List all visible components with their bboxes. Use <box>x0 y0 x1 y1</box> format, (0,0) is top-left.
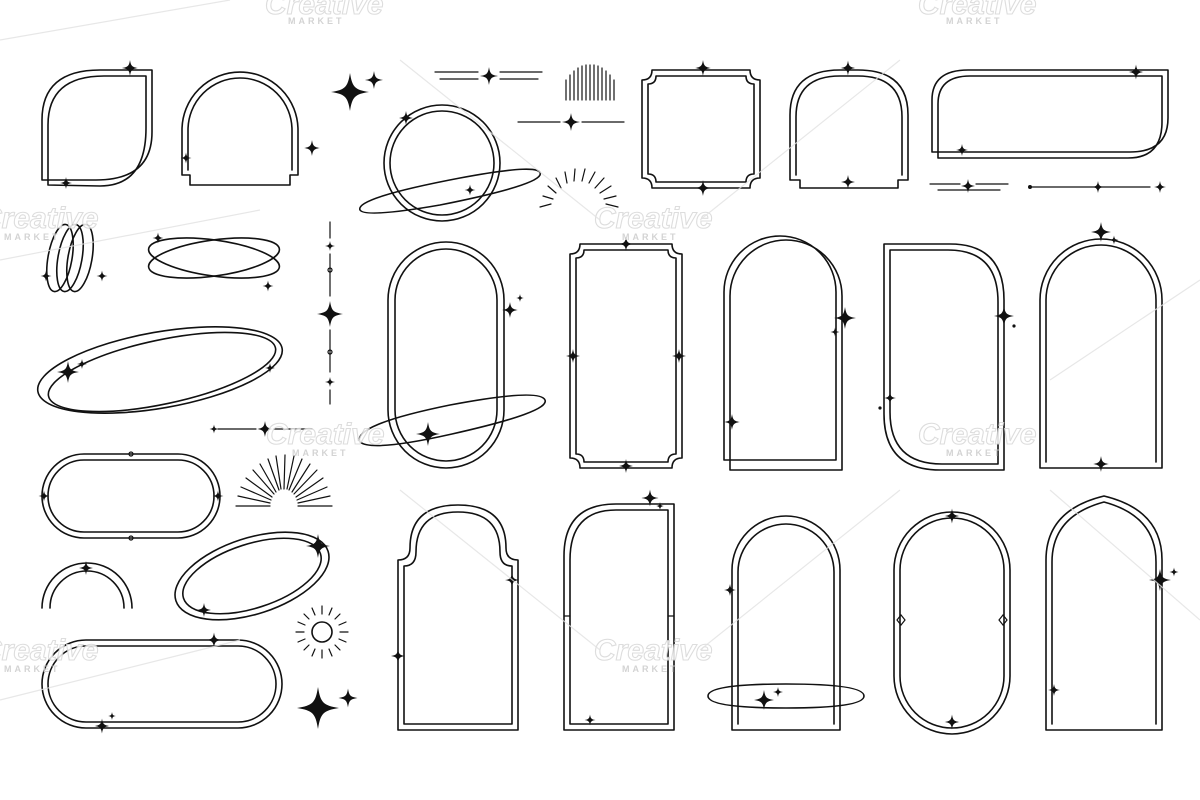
watermark-top-2: Creative MARKET <box>917 0 1037 26</box>
sun-burst <box>295 605 349 659</box>
wide-rounded-frame <box>931 64 1169 159</box>
half-sun <box>235 454 333 507</box>
svg-text:Creative: Creative <box>0 202 98 235</box>
tall-arch-frame-2 <box>1039 222 1163 472</box>
tall-arch-frame <box>723 235 856 471</box>
scalloped-arch <box>391 504 519 731</box>
divider-ornament-mid <box>517 113 625 131</box>
vertical-divider <box>317 221 343 405</box>
divider-ornament-small <box>209 421 313 437</box>
oval-arch <box>893 508 1011 735</box>
svg-text:MARKET: MARKET <box>288 16 345 26</box>
planet-ring-circle <box>359 104 541 222</box>
long-capsule <box>41 632 283 734</box>
ringed-arch <box>707 515 865 731</box>
svg-text:Creative: Creative <box>594 202 712 235</box>
tilted-ellipse <box>174 531 330 621</box>
divider-ornament-top <box>434 67 543 85</box>
watermark-center-2: Creative MARKET <box>265 417 385 458</box>
arc <box>41 561 133 609</box>
svg-text:Creative: Creative <box>0 634 98 667</box>
arch-frame <box>180 71 320 186</box>
double-orbit <box>147 232 281 292</box>
watermark-left-1: Creative MARKET <box>0 201 99 242</box>
watermark-center-3: Creative MARKET <box>593 633 713 674</box>
orbit-loops <box>40 223 108 293</box>
watermark-diagonals <box>0 0 1200 701</box>
svg-text:MARKET: MARKET <box>622 664 679 674</box>
notched-square-frame <box>641 60 761 196</box>
svg-text:MARKET: MARKET <box>292 448 349 458</box>
sunrise-rays-small <box>539 168 619 208</box>
svg-text:MARKET: MARKET <box>946 448 1003 458</box>
svg-text:Creative: Creative <box>918 0 1036 21</box>
watermark-center-1: Creative MARKET <box>593 201 713 242</box>
large-orbit-ellipse <box>36 326 284 414</box>
divider-ornament-right <box>929 179 1166 193</box>
half-rounded-frame <box>878 243 1016 471</box>
svg-text:Creative: Creative <box>266 418 384 451</box>
sparkle-pair <box>297 687 358 729</box>
svg-text:MARKET: MARKET <box>622 232 679 242</box>
rounded-arch-frame <box>789 60 909 189</box>
svg-text:Creative: Creative <box>265 0 383 21</box>
leaf-frame <box>41 60 153 189</box>
svg-text:Creative: Creative <box>594 634 712 667</box>
star-cluster <box>331 71 383 111</box>
notched-tall-frame <box>566 237 686 473</box>
tall-pill-frame <box>358 241 546 469</box>
svg-text:MARKET: MARKET <box>946 16 1003 26</box>
sunrise-rays-top <box>565 64 615 101</box>
half-round-door <box>563 489 675 731</box>
watermark-top-1: Creative MARKET <box>264 0 384 26</box>
svg-text:Creative: Creative <box>918 418 1036 451</box>
watermark-right-1: Creative MARKET <box>917 417 1037 458</box>
capsule-frame <box>38 451 224 541</box>
pointed-arch <box>1045 495 1179 731</box>
